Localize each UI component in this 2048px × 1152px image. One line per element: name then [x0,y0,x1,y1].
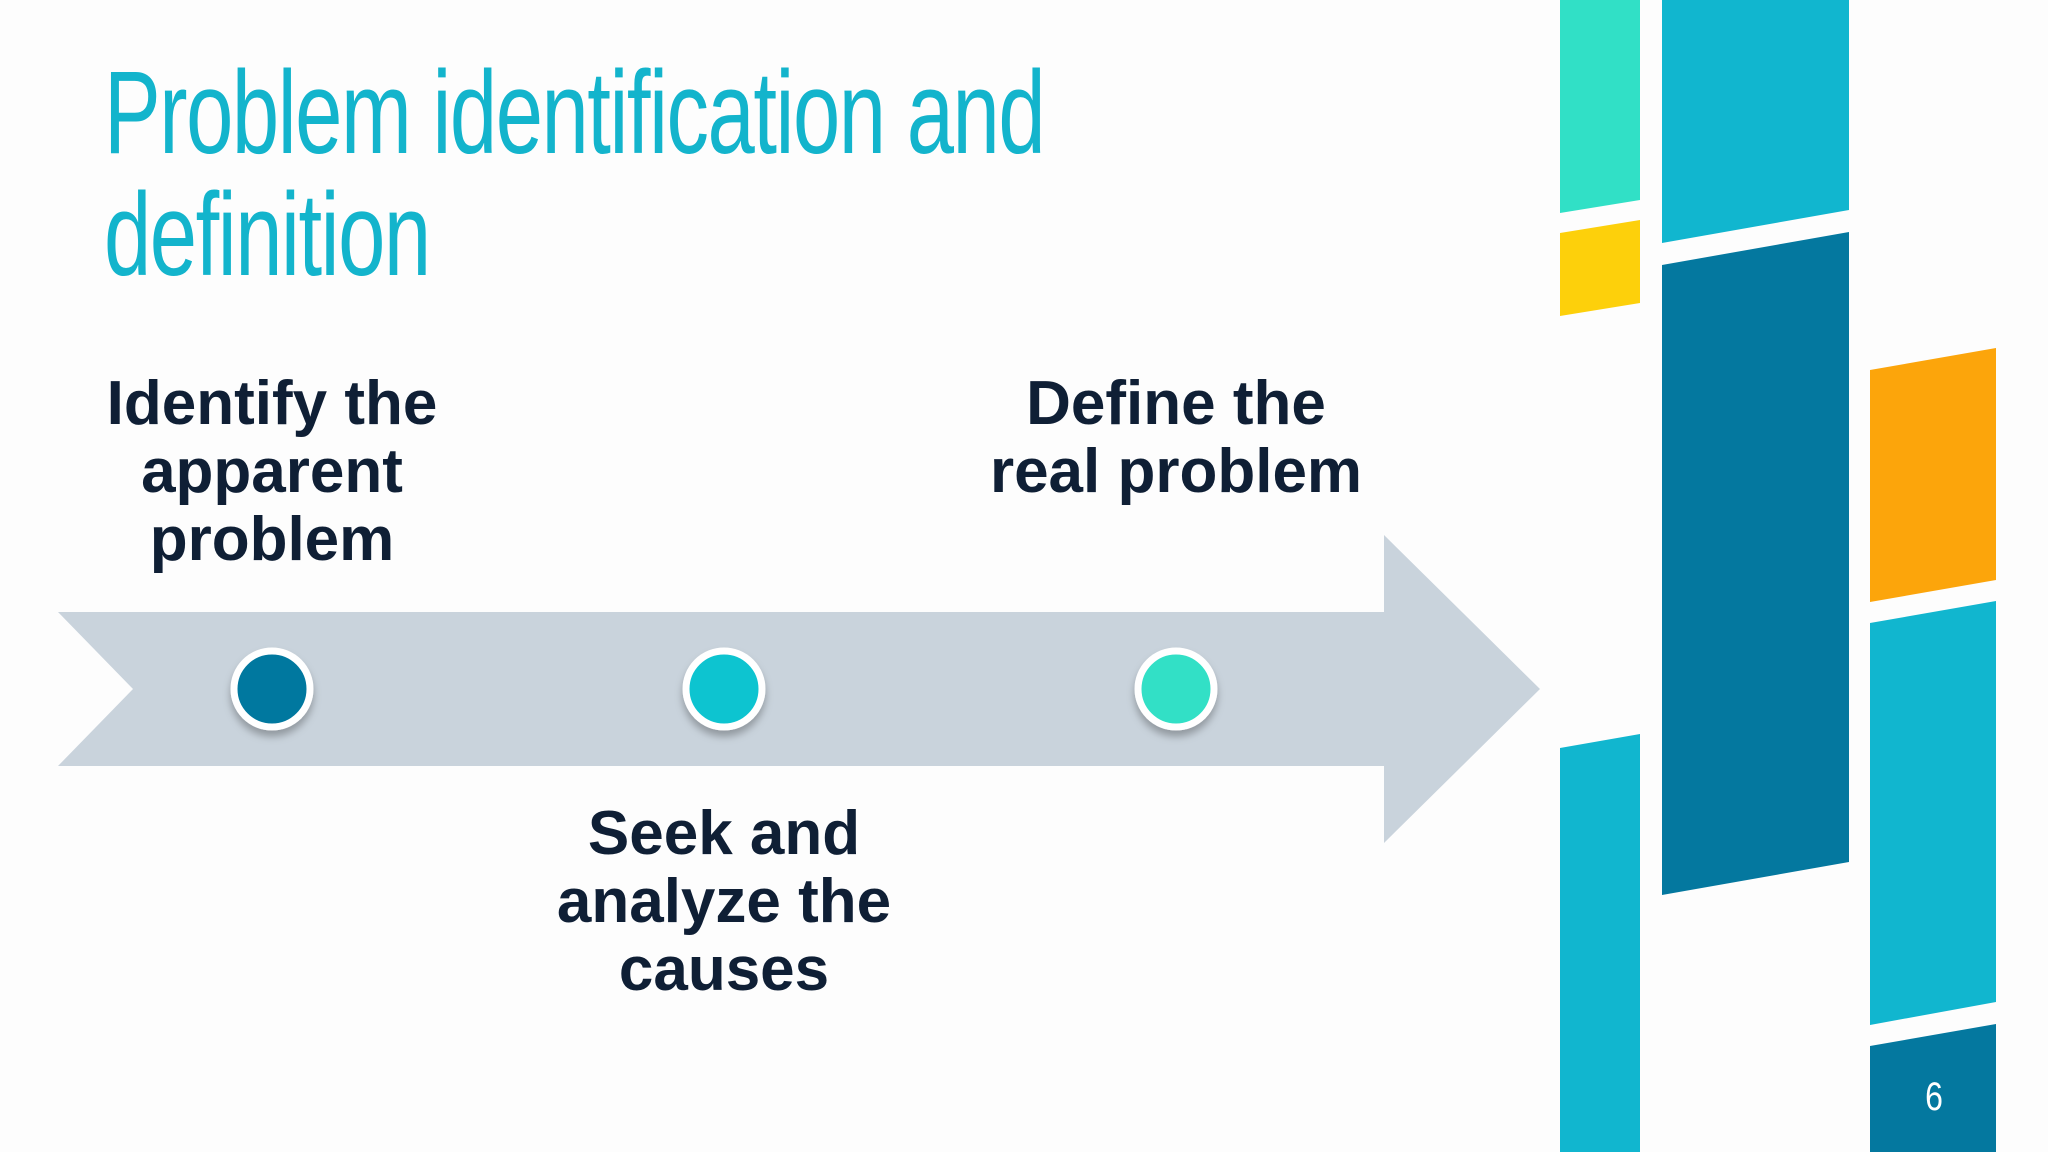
step-label-identify: Identify the apparent problem [106,369,438,574]
deco-block-cyan-right [1870,601,1996,1025]
step-dot-3 [1134,647,1218,731]
step-dot-1 [230,647,314,731]
page-number: 6 [1925,1075,1943,1119]
step-dot-2 [682,647,766,731]
step-label-define: Define the real problem [989,369,1363,506]
deco-block-orange [1870,348,1996,602]
deco-block-dark-blue-tall [1662,232,1849,895]
deco-block-cyan-bottom-left [1560,734,1640,1152]
deco-block-dark-blue-corner [1870,1024,1996,1152]
deco-block-teal [1560,0,1640,213]
deco-block-yellow [1560,220,1640,316]
deco-block-cyan-top [1662,0,1849,243]
step-label-analyze: Seek and analyze the causes [556,799,892,1004]
process-arrow [58,535,1540,843]
slide-title: Problem identification and definition [104,47,1046,301]
